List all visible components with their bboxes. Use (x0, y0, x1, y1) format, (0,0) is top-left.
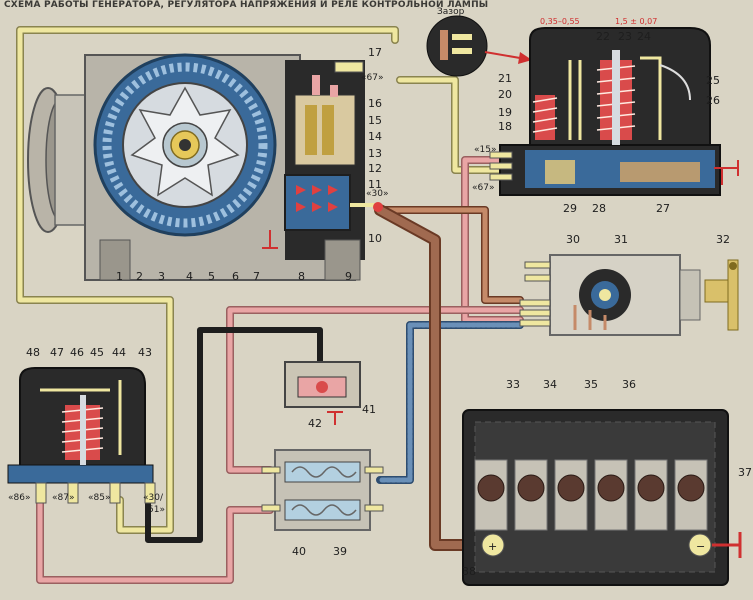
gap-label-1: 0,35–0,55 (540, 17, 580, 26)
callout-23: 23 (618, 30, 632, 43)
gap-inset (426, 15, 532, 77)
callout-30: 30 (566, 233, 580, 246)
callout-33: 33 (506, 378, 520, 391)
callout-9: 9 (345, 270, 352, 283)
callout-40: 40 (292, 545, 306, 558)
voltage-regulator (489, 27, 739, 196)
callout-48: 48 (26, 346, 40, 359)
terminal-67-top: «67» (361, 73, 383, 83)
callout-4: 4 (186, 270, 193, 283)
battery (462, 409, 742, 586)
terminal-15: «15» (474, 145, 496, 155)
generator-diode-bridge (284, 174, 351, 231)
battery-minus-sign: − (696, 540, 705, 553)
callout-22: 22 (596, 30, 610, 43)
callout-1: 1 (116, 270, 123, 283)
battery-plus-terminal (481, 533, 505, 557)
battery-minus-terminal (688, 533, 712, 557)
labels: Зазор 0,35–0,55 1,5 ± 0,07 «67» «30» «15… (8, 7, 752, 578)
wire-black-relay-to-lamp (145, 327, 323, 543)
callout-26: 26 (706, 94, 720, 107)
callout-5: 5 (208, 270, 215, 283)
gap-label-2: 1,5 ± 0,07 (615, 17, 657, 26)
callout-8: 8 (298, 270, 305, 283)
callout-34: 34 (543, 378, 557, 391)
callout-20: 20 (498, 88, 512, 101)
callout-21: 21 (498, 72, 512, 85)
terminal-67-regulator: «67» (472, 183, 494, 193)
callout-3: 3 (158, 270, 165, 283)
callout-11: 11 (368, 178, 382, 191)
terminal-51: 51» (148, 505, 165, 515)
terminal-87: «87» (52, 493, 74, 503)
callout-2: 2 (136, 270, 143, 283)
ignition-switch (519, 254, 739, 336)
callout-46: 46 (70, 346, 84, 359)
callout-27: 27 (656, 202, 670, 215)
inset-label: Зазор (437, 7, 465, 17)
callout-13: 13 (368, 147, 382, 160)
callout-16: 16 (368, 97, 382, 110)
callout-12: 12 (368, 162, 382, 175)
callout-47: 47 (50, 346, 64, 359)
fuse-block (261, 449, 384, 531)
callout-6: 6 (232, 270, 239, 283)
callout-36: 36 (622, 378, 636, 391)
callout-7: 7 (253, 270, 260, 283)
callout-24: 24 (637, 30, 651, 43)
terminal-85: «85» (88, 493, 110, 503)
control-lamp (284, 361, 361, 425)
callout-35: 35 (584, 378, 598, 391)
callout-39: 39 (333, 545, 347, 558)
terminal-86: «86» (8, 493, 30, 503)
callout-14: 14 (368, 130, 382, 143)
generator (27, 53, 383, 281)
callout-10: 10 (368, 232, 382, 245)
callout-38: 38 (462, 565, 476, 578)
callout-17: 17 (368, 46, 382, 59)
callout-42: 42 (308, 417, 322, 430)
callout-28: 28 (592, 202, 606, 215)
callout-32: 32 (716, 233, 730, 246)
callout-41: 41 (362, 403, 376, 416)
callout-18: 18 (498, 120, 512, 133)
battery-plus-sign: + (488, 540, 497, 553)
diagram-title: СХЕМА РАБОТЫ ГЕНЕРАТОРА, РЕГУЛЯТОРА НАПР… (4, 0, 489, 10)
lamp-relay (7, 367, 156, 504)
callout-numbers: 1 2 3 4 5 6 7 8 9 10 11 12 13 14 15 16 1… (26, 30, 752, 578)
wires (16, 26, 524, 584)
terminal-30-51: «30/ (143, 493, 164, 503)
callout-44: 44 (112, 346, 126, 359)
callout-29: 29 (563, 202, 577, 215)
callout-43: 43 (138, 346, 152, 359)
callout-15: 15 (368, 114, 382, 127)
terminal-30: «30» (366, 189, 388, 199)
callout-25: 25 (706, 74, 720, 87)
callout-37: 37 (738, 466, 752, 479)
callout-31: 31 (614, 233, 628, 246)
callout-19: 19 (498, 106, 512, 119)
callout-45: 45 (90, 346, 104, 359)
